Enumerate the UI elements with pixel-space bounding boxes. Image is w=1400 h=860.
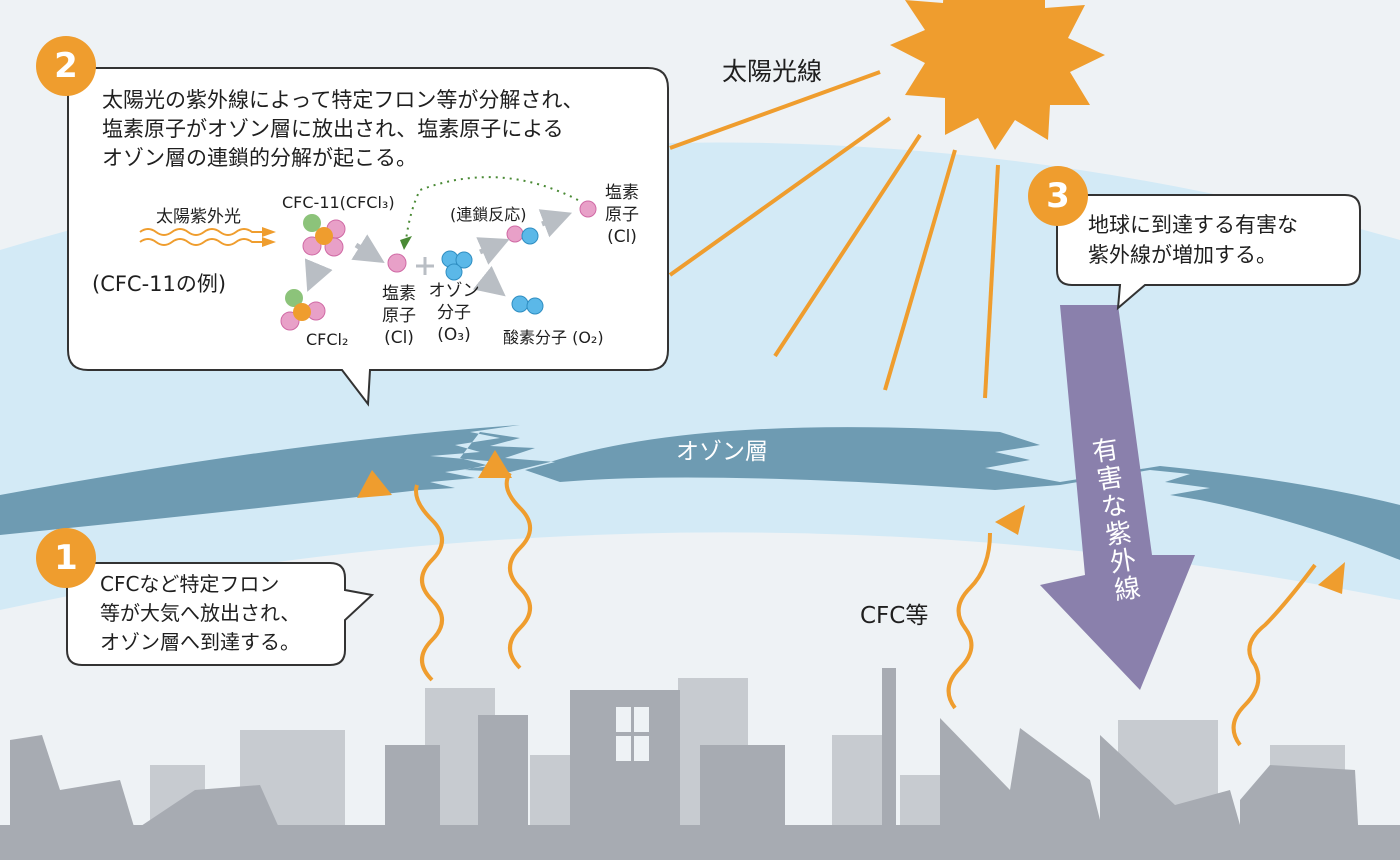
harmful-uv-arrow xyxy=(1040,305,1195,690)
cfc-rising-arrows xyxy=(414,471,1317,747)
step-3-badge: 3 xyxy=(1028,166,1088,226)
cfc11-label: CFC-11(CFCl₃) xyxy=(282,193,395,212)
example-label: (CFC-11の例) xyxy=(92,272,227,296)
city-front xyxy=(0,668,1400,860)
step-2-text: 太陽光の紫外線によって特定フロン等が分解され、 塩素原子がオゾン層に放出され、塩… xyxy=(102,88,584,170)
uv-wave-arrowheads xyxy=(262,227,276,247)
building-window xyxy=(616,707,649,761)
cfc11-molecule xyxy=(302,214,346,257)
oxygen-molecule-label: 酸素分子 (O₂) xyxy=(503,328,604,347)
ozone-layer-label: オゾン層 xyxy=(676,439,768,465)
ozone-molecule-label: オゾン 分子 (O₃) xyxy=(428,281,480,345)
sunlight-label: 太陽光線 xyxy=(722,57,823,86)
cl-atom-label: 塩素 原子 (Cl) xyxy=(382,284,416,348)
cfcl2-label: CFCl₂ xyxy=(306,330,349,349)
cl-atom-top-label: 塩素 原子 (Cl) xyxy=(605,183,639,247)
solar-uv-label: 太陽紫外光 xyxy=(156,207,241,227)
plus-sign xyxy=(416,257,434,275)
step-3-text: 地球に到達する有害な 紫外線が増加する。 xyxy=(1088,213,1298,267)
step-1-text: CFCなど特定フロン 等が大気へ放出され、 オゾン層へ到達する。 xyxy=(100,572,301,654)
cl-atom-top xyxy=(579,200,597,218)
reaction-arrows xyxy=(304,209,573,297)
step-1-badge: 1 xyxy=(36,528,96,588)
ozone-layer-band xyxy=(0,425,1400,560)
cfcl2-molecule xyxy=(280,289,326,331)
chain-reaction-label: (連鎖反応) xyxy=(450,205,527,224)
sun-rays xyxy=(668,70,1000,399)
oxygen-molecule xyxy=(511,295,544,315)
chain-arrowhead xyxy=(400,236,412,250)
clo-molecule xyxy=(506,225,539,245)
cl-atom xyxy=(387,253,407,273)
ozone-molecule xyxy=(441,250,473,281)
cfc-label: CFC等 xyxy=(860,603,929,629)
uv-wave-arrows xyxy=(139,228,264,246)
cfc-arrowheads xyxy=(357,450,1345,594)
step-2-badge: 2 xyxy=(36,36,96,96)
sun-icon xyxy=(890,0,1105,150)
